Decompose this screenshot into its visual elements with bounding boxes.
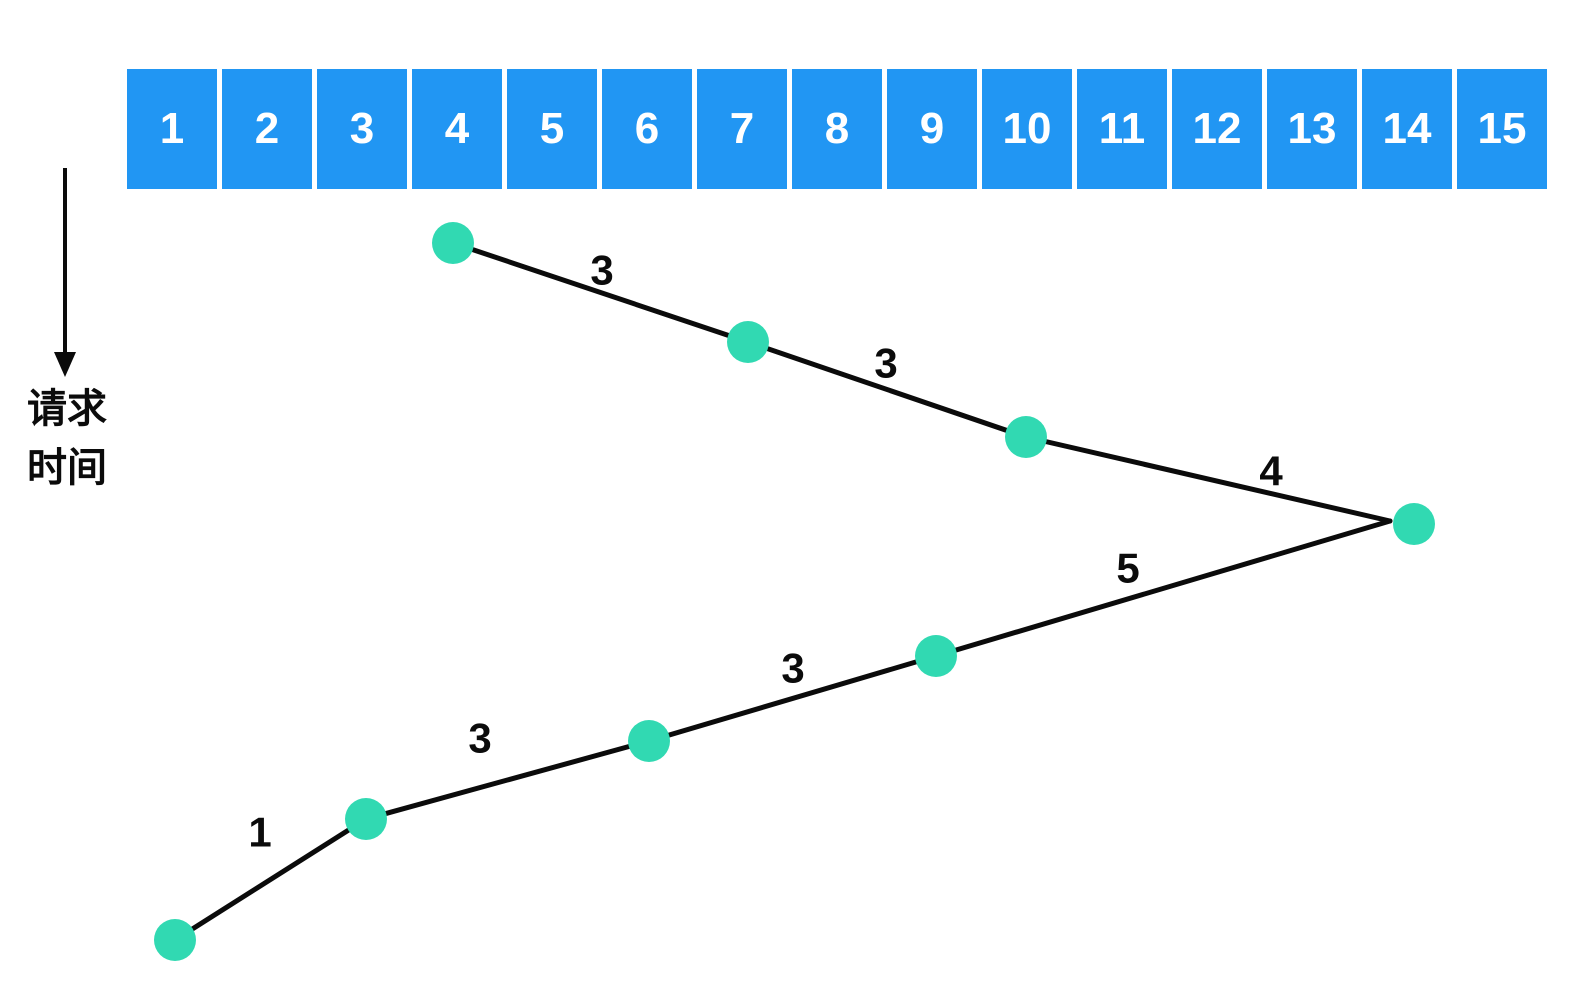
- request-node-dot: [915, 635, 957, 677]
- path-edge: [450, 240, 751, 345]
- request-node-dot: [1005, 416, 1047, 458]
- path-edge: [172, 816, 369, 943]
- path-edge: [1023, 434, 1393, 524]
- request-node-dot: [345, 798, 387, 840]
- path-edge: [933, 518, 1393, 659]
- path-edge: [646, 653, 939, 744]
- edge-weight-label: 4: [1259, 448, 1283, 495]
- timeline-cell: 5: [507, 69, 597, 189]
- request-node-dot: [1393, 503, 1435, 545]
- edge-weight-label: 5: [1116, 545, 1139, 592]
- timeline-cell: 15: [1457, 69, 1547, 189]
- timeline-cell: 1: [127, 69, 217, 189]
- request-node-dot: [154, 919, 196, 961]
- edge-weight-label: 3: [468, 715, 491, 762]
- timeline-cell: 7: [697, 69, 787, 189]
- path-edge: [745, 339, 1029, 440]
- timeline-cell: 3: [317, 69, 407, 189]
- request-node-dot: [432, 222, 474, 264]
- path-edge: [363, 738, 652, 822]
- timeline-cell: 13: [1267, 69, 1357, 189]
- edge-weight-label: 3: [781, 645, 804, 692]
- timeline-cell: 4: [412, 69, 502, 189]
- timeline-cell: 14: [1362, 69, 1452, 189]
- timeline-cell: 12: [1172, 69, 1262, 189]
- timeline-cell: 8: [792, 69, 882, 189]
- timeline-cell: 6: [602, 69, 692, 189]
- timeline-cell: 11: [1077, 69, 1167, 189]
- request-node-dot: [628, 720, 670, 762]
- timeline-cell: 9: [887, 69, 977, 189]
- axis-label-line2: 时间: [27, 446, 107, 490]
- edge-weight-label: 3: [874, 340, 897, 387]
- edge-weight-label: 3: [590, 247, 613, 294]
- axis-label: 请求 时间: [20, 380, 114, 498]
- edge-weight-label: 1: [248, 809, 271, 856]
- timeline-cell: 10: [982, 69, 1072, 189]
- axis-label-line1: 请求: [27, 387, 107, 431]
- down-arrow-icon: [54, 352, 76, 377]
- timeline-cell: 2: [222, 69, 312, 189]
- request-node-dot: [727, 321, 769, 363]
